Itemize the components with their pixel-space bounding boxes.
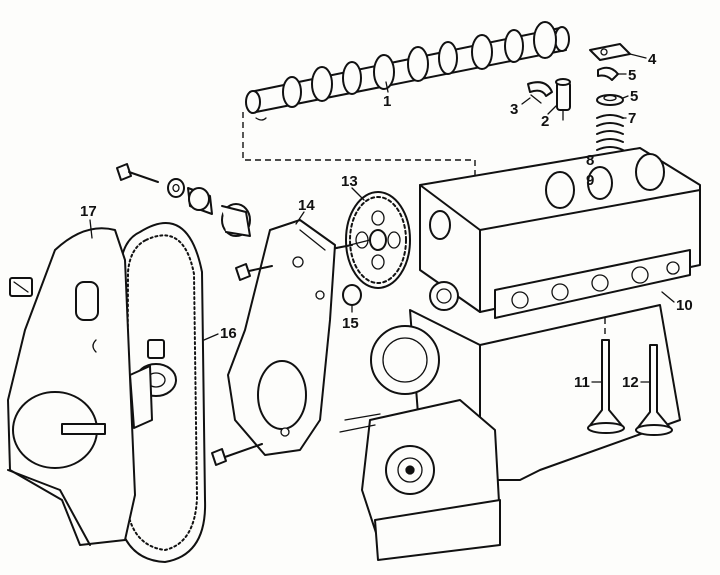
valve-collets — [597, 66, 619, 81]
valve-spring — [596, 114, 624, 159]
timing-backplate — [227, 219, 336, 456]
callout-3-label: 3 — [510, 101, 518, 118]
callout-11-label: 11 — [574, 374, 590, 391]
belt-tensioner — [129, 339, 177, 429]
lower-bolt — [211, 443, 263, 466]
callout-7-label: 7 — [628, 110, 636, 127]
callout-5b: 5 — [622, 88, 638, 105]
callout-14-label: 14 — [298, 197, 315, 214]
callout-17-label: 17 — [80, 203, 97, 220]
front-timing-cover — [7, 227, 136, 546]
camshaft — [245, 21, 570, 121]
callout-4-label: 4 — [648, 51, 657, 68]
callout-7: 7 — [621, 110, 636, 127]
callout-3: 3 — [510, 97, 531, 118]
spring-retainer — [596, 94, 624, 106]
callout-16-label: 16 — [220, 325, 237, 342]
callout-13-label: 13 — [341, 173, 358, 190]
upper-bolt-assembly — [116, 163, 251, 237]
hydraulic-tappet — [555, 78, 571, 121]
callout-2-label: 2 — [541, 113, 549, 130]
callout-15: 15 — [342, 304, 359, 332]
callout-12: 12 — [622, 374, 651, 391]
callout-10: 10 — [661, 291, 693, 314]
oil-pump-housing — [339, 399, 501, 561]
callout-9-label: 9 — [586, 172, 594, 189]
callout-5a-label: 5 — [628, 67, 636, 84]
callout-4: 4 — [629, 51, 657, 68]
camshaft-sprocket — [329, 191, 411, 289]
callout-5b-label: 5 — [630, 88, 638, 105]
callout-11: 11 — [574, 374, 603, 391]
valve-inlet — [587, 339, 625, 434]
valve-exhaust — [635, 344, 673, 436]
backplate-bolt — [235, 263, 273, 281]
callout-16: 16 — [203, 325, 237, 342]
cylinder-head — [419, 147, 701, 319]
callout-8: 8 — [586, 152, 594, 169]
cover-clip — [9, 277, 33, 297]
rocker-finger — [589, 43, 631, 61]
callout-13: 13 — [341, 173, 365, 201]
callout-8-label: 8 — [586, 152, 594, 169]
callout-9: 9 — [586, 172, 594, 189]
callout-1-label: 1 — [383, 93, 391, 110]
callout-14: 14 — [295, 197, 315, 225]
woodruff-key — [342, 284, 362, 306]
callout-2: 2 — [541, 105, 557, 130]
callout-12-label: 12 — [622, 374, 639, 391]
callout-15-label: 15 — [342, 315, 359, 332]
callout-10-label: 10 — [676, 297, 693, 314]
bearing-half-shell — [527, 81, 553, 104]
camshaft-lobes — [282, 21, 557, 108]
sprocket-bolt — [335, 244, 353, 249]
callout-5a: 5 — [617, 67, 636, 84]
callout-17: 17 — [80, 203, 97, 239]
callout-1: 1 — [383, 81, 391, 110]
